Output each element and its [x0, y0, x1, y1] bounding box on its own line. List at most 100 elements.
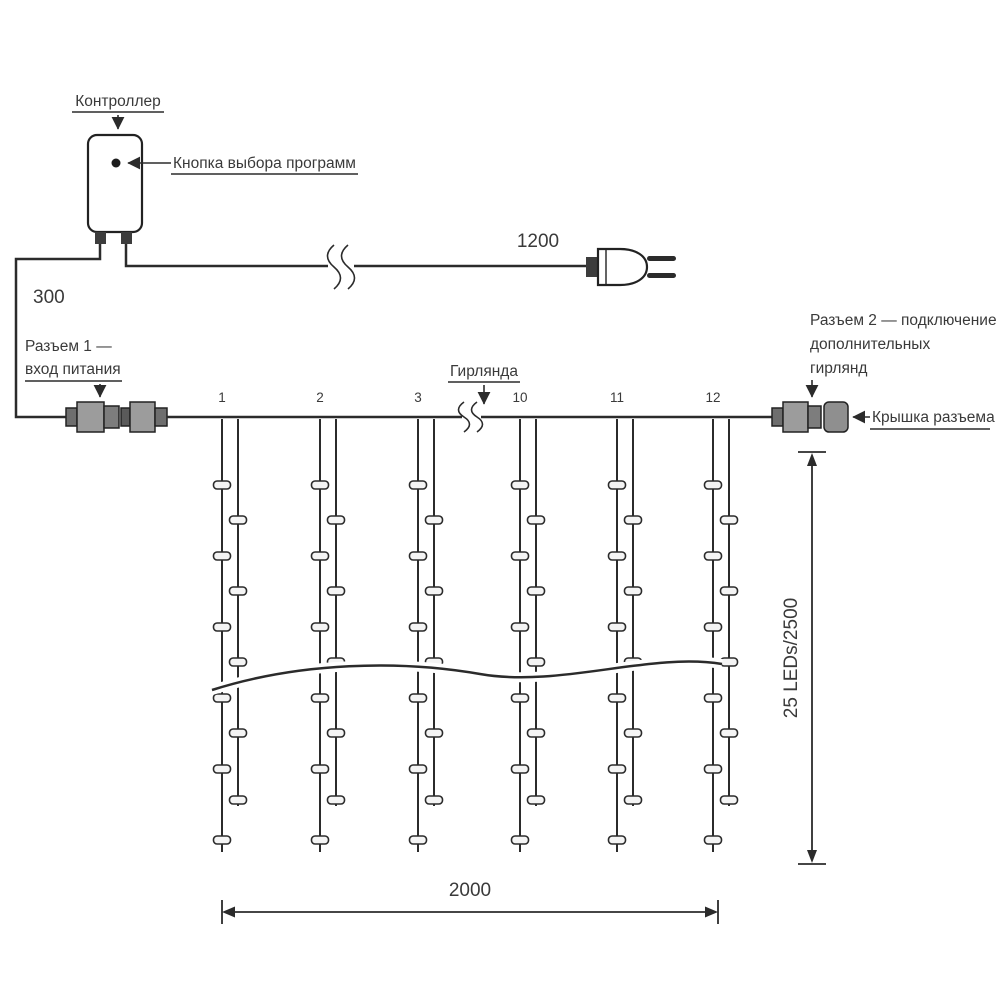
garland-callout: Гирлянда	[448, 363, 520, 405]
led-bulb	[703, 480, 723, 490]
connector1-neck	[65, 407, 78, 427]
controller-callout: Контроллер	[72, 93, 164, 130]
program-select-button	[111, 158, 121, 168]
led-bulb	[526, 586, 546, 596]
mains-cord: 1200	[124, 231, 586, 290]
controller-body	[86, 133, 144, 234]
led-bulb	[719, 657, 739, 667]
height-dimension-label: 25 LEDs/2500	[781, 598, 802, 718]
led-bulb	[228, 657, 248, 667]
led-bulb	[607, 693, 627, 703]
string-number: 3	[414, 390, 422, 405]
width-dim-arrow-right	[705, 906, 718, 918]
connector1-assembly	[65, 401, 168, 433]
plug-body	[596, 247, 649, 287]
controller-box	[86, 133, 144, 244]
led-bulb	[212, 622, 232, 632]
connector2-callout: Разъем 2 — подключение дополнительных ги…	[805, 312, 997, 398]
led-bulb	[703, 622, 723, 632]
led-bulb	[326, 795, 346, 805]
led-bulb	[408, 835, 428, 845]
string-number: 11	[610, 390, 624, 405]
led-bulb	[607, 480, 627, 490]
string-number: 12	[705, 390, 720, 405]
led-bulb	[212, 551, 232, 561]
led-strings	[212, 419, 739, 852]
connector1-ring	[120, 407, 131, 427]
connector2-neck	[771, 407, 784, 427]
led-bulb	[607, 551, 627, 561]
led-bulb	[212, 835, 232, 845]
led-string	[310, 419, 346, 852]
led-bulb	[510, 693, 530, 703]
garland-break-mark-2	[470, 401, 484, 433]
led-bulb	[526, 657, 546, 667]
led-bulb	[310, 764, 330, 774]
led-bulb	[510, 764, 530, 774]
led-bulb	[703, 551, 723, 561]
led-bulb	[424, 795, 444, 805]
led-bulb	[510, 551, 530, 561]
program-button-label: Кнопка выбора программ	[173, 155, 356, 172]
led-bulb	[228, 586, 248, 596]
led-bulb	[424, 515, 444, 525]
curtain-break-halo	[210, 656, 723, 695]
led-bulb	[212, 764, 232, 774]
controller-label: Контроллер	[75, 93, 161, 110]
led-bulb	[510, 480, 530, 490]
connector1-callout: Разъем 1 — вход питания	[25, 338, 122, 398]
led-string	[510, 419, 546, 852]
led-bulb	[326, 586, 346, 596]
led-string	[607, 419, 643, 852]
curtain-break-wave	[211, 660, 723, 692]
led-bulb	[719, 515, 739, 525]
led-bulb	[719, 586, 739, 596]
led-bulb	[212, 693, 232, 703]
cover-callout: Крышка разъема	[852, 409, 995, 430]
led-bulb	[228, 795, 248, 805]
led-bulb	[703, 835, 723, 845]
led-bulb	[703, 764, 723, 774]
led-bulb	[607, 764, 627, 774]
program-button-callout: Кнопка выбора программ	[127, 155, 358, 175]
connector-cover-label: Крышка разъема	[872, 409, 995, 426]
led-bulb	[623, 728, 643, 738]
led-string	[212, 419, 248, 852]
led-bulb	[526, 795, 546, 805]
led-bulb	[408, 551, 428, 561]
led-bulb	[408, 480, 428, 490]
led-bulb	[424, 728, 444, 738]
power-lead-wire	[14, 244, 102, 419]
garland-label: Гирлянда	[450, 363, 518, 380]
led-bulb	[228, 515, 248, 525]
mains-cord-left-segment	[124, 244, 328, 268]
controller-stub-left	[95, 232, 106, 244]
height-dim-arrow-down	[807, 850, 817, 863]
controller-stub-right	[121, 232, 132, 244]
led-bulb	[408, 693, 428, 703]
led-bulb	[326, 728, 346, 738]
string-number: 10	[512, 390, 527, 405]
led-bulb	[408, 622, 428, 632]
led-bulb	[326, 515, 346, 525]
led-bulb	[719, 795, 739, 805]
cord-length-label: 1200	[517, 231, 559, 252]
led-bulb	[408, 764, 428, 774]
led-bulb	[310, 835, 330, 845]
connector1-socket	[129, 401, 156, 433]
led-bulb	[719, 728, 739, 738]
string-number: 1	[218, 390, 226, 405]
led-bulb	[703, 693, 723, 703]
led-bulb	[228, 728, 248, 738]
width-dimension-label: 2000	[449, 880, 491, 901]
cord-break-mark-2	[340, 244, 356, 290]
led-bulb	[310, 693, 330, 703]
led-bulb	[212, 480, 232, 490]
connector2-label-line3: гирлянд	[810, 360, 867, 377]
led-bulb	[510, 622, 530, 632]
led-bulb	[607, 835, 627, 845]
led-string	[703, 419, 739, 852]
mains-plug	[586, 247, 676, 287]
led-bulb	[607, 622, 627, 632]
